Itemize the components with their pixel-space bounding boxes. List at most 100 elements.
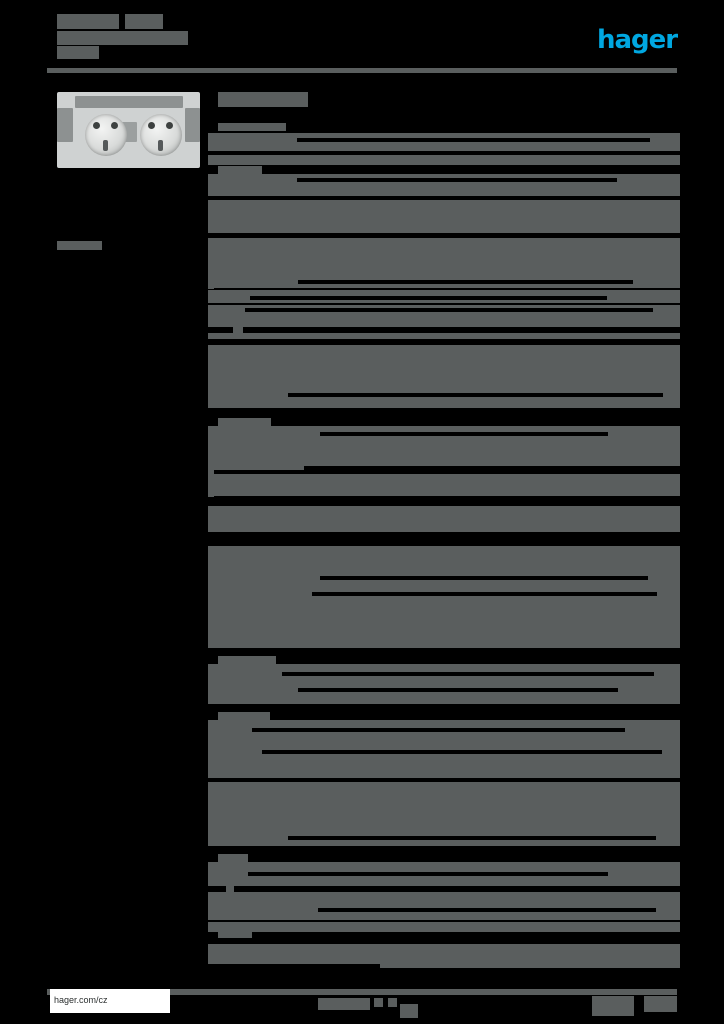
section-2-row-12-tick xyxy=(208,318,214,325)
footer-center-block-3 xyxy=(388,998,397,1007)
section-2-title xyxy=(218,166,262,174)
page-title xyxy=(218,92,308,107)
section-5-band-a xyxy=(208,720,680,750)
section-2-band-c xyxy=(208,208,680,233)
section-2-row-4-tick xyxy=(208,208,214,215)
section-5-row-4-tick xyxy=(208,764,214,771)
footer-center-block-2 xyxy=(374,998,383,1007)
header-title-line-4 xyxy=(57,46,99,59)
section-5-row-7-tick xyxy=(208,836,214,843)
section-2-band-g xyxy=(208,333,680,339)
hager-logo: hager xyxy=(597,25,678,55)
section-4-row-2-leader xyxy=(298,688,618,692)
section-6-row-3-leader xyxy=(318,908,656,912)
section-2-row-8-tick xyxy=(208,272,214,279)
section-2-row-11-leader xyxy=(245,308,653,312)
section-2-bullet xyxy=(233,327,243,333)
socket-left-hole-1 xyxy=(93,122,100,129)
header-title-line-2 xyxy=(125,14,163,29)
section-2-row-11-tick xyxy=(208,306,214,313)
footer-right-block xyxy=(644,996,677,1012)
section-3-row-5-tick xyxy=(208,512,214,519)
section-6-row-4-tick xyxy=(208,908,214,915)
section-2-row-7-tick xyxy=(208,262,214,269)
section-4-title xyxy=(218,656,276,664)
socket-left xyxy=(85,114,127,156)
section-2-row-4-leader xyxy=(258,234,685,238)
section-6-row-3-tick xyxy=(208,894,214,901)
footer-url-text: hager.com/cz xyxy=(54,995,108,1005)
section-3-row-9-leader-2 xyxy=(320,576,648,580)
section-6-bullet xyxy=(226,886,234,892)
mounting-claw-left xyxy=(57,108,73,142)
page-header: hager xyxy=(0,0,724,78)
section-3-row-1-tick xyxy=(208,428,214,435)
section-3-band-a xyxy=(208,426,680,448)
section-2-row-1-leader xyxy=(297,178,617,182)
section-7-title xyxy=(218,930,252,938)
section-5-row-6-leader xyxy=(288,836,656,840)
mounting-claw-right xyxy=(185,108,200,142)
section-3-band-d xyxy=(208,506,680,532)
section-3-band-f xyxy=(208,562,680,648)
section-5-row-3-leader xyxy=(262,750,662,754)
socket-right-hole-1 xyxy=(148,122,155,129)
section-4-row-2-tick xyxy=(208,678,214,685)
section-2-row-6-tick xyxy=(208,252,214,259)
header-divider xyxy=(47,68,677,73)
section-6-row-1-leader xyxy=(248,872,608,876)
section-6-row-5-tick xyxy=(208,922,214,929)
section-6-title xyxy=(218,854,248,862)
section-1-spacer xyxy=(208,155,680,165)
section-5-row-5-tick xyxy=(208,784,214,791)
footer-url-box[interactable]: hager.com/cz xyxy=(50,989,170,1013)
socket-right-earth-pin xyxy=(158,140,163,151)
section-3-row-6-tick xyxy=(208,548,214,555)
header-title-line-3 xyxy=(57,31,188,45)
section-2-row-9-tick xyxy=(208,282,214,289)
section-2-row-13-tick xyxy=(208,347,214,354)
section-3-row-3-tick xyxy=(208,470,214,477)
section-2-row-13-leader xyxy=(288,393,663,397)
section-3-band-b xyxy=(208,448,680,470)
section-5-row-1-tick xyxy=(208,722,214,729)
section-6-band-b xyxy=(208,892,680,920)
section-1-title xyxy=(218,123,286,131)
section-3-row-1-leader xyxy=(320,432,608,436)
socket-right-hole-2 xyxy=(166,122,173,129)
section-3-row-2-leader xyxy=(304,466,685,470)
section-3-row-13-tick xyxy=(208,590,214,597)
page-footer xyxy=(0,960,724,1024)
section-7-row-1-tick xyxy=(208,946,214,953)
section-3-row-7-tick xyxy=(208,558,214,565)
section-2-band-d xyxy=(208,238,680,288)
section-3-band-c xyxy=(208,474,680,496)
section-2-row-3-leader xyxy=(240,196,685,200)
left-column xyxy=(0,80,200,960)
section-3-title xyxy=(218,418,271,426)
section-5-title xyxy=(218,712,270,720)
section-2-row-2-tick xyxy=(208,187,214,194)
section-4-row-1-tick xyxy=(208,666,214,673)
footer-center-block-4 xyxy=(400,1004,418,1018)
section-2-row-1-tick xyxy=(208,177,214,184)
section-3-row-2-tick xyxy=(208,450,214,457)
product-image xyxy=(57,92,200,168)
section-3-row-11-tick xyxy=(208,564,214,571)
section-3-row-10-leader-2 xyxy=(312,592,657,596)
section-6-band-c xyxy=(208,922,680,932)
section-1-band xyxy=(208,133,680,151)
section-3-row-4-tick xyxy=(208,490,214,497)
section-4-row-3-tick xyxy=(208,690,214,697)
section-5-band-b xyxy=(208,750,680,778)
section-2-band-b xyxy=(208,200,680,208)
section-2-row-10-leader xyxy=(250,296,607,300)
section-1-row-1-tick xyxy=(208,137,214,144)
section-3-row-12-tick xyxy=(208,576,214,583)
footer-divider xyxy=(47,989,677,995)
footer-center-block-1 xyxy=(318,998,370,1010)
section-1-row-1-leader xyxy=(297,138,650,142)
section-6-row-1-tick xyxy=(208,864,214,871)
